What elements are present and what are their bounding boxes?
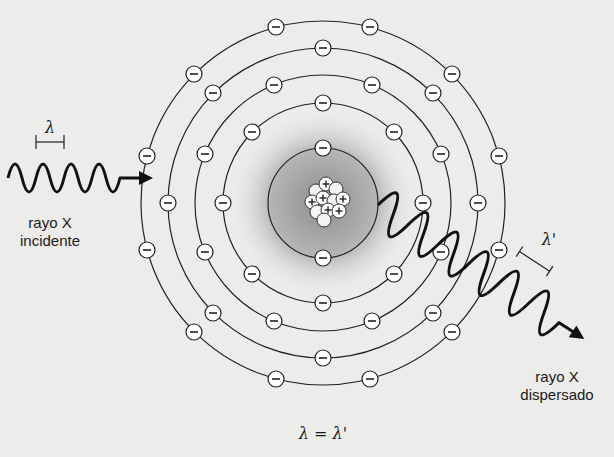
electron xyxy=(315,95,331,111)
bracket-line xyxy=(36,141,64,142)
bracket-tick xyxy=(546,266,553,276)
wavelength-symbol: λ xyxy=(45,118,55,137)
electron xyxy=(215,195,231,211)
electron xyxy=(433,146,449,162)
electron xyxy=(444,324,460,340)
electrons xyxy=(139,19,507,387)
scattered-ray-label: rayo X dispersado xyxy=(511,368,603,404)
bracket-line xyxy=(519,252,549,272)
proton xyxy=(332,204,346,218)
electron xyxy=(362,19,378,35)
electron xyxy=(205,305,221,321)
electron xyxy=(205,85,221,101)
electron xyxy=(491,242,507,258)
electron xyxy=(244,266,260,282)
electron xyxy=(444,66,460,82)
electron xyxy=(186,324,202,340)
electron xyxy=(386,266,402,282)
electron xyxy=(315,140,331,156)
electron xyxy=(197,244,213,260)
wavelength-symbol: λ' xyxy=(542,230,557,249)
electron xyxy=(315,40,331,56)
nucleus xyxy=(305,177,350,227)
electron xyxy=(315,250,331,266)
electron xyxy=(160,195,176,211)
electron xyxy=(244,124,260,140)
electron xyxy=(268,371,284,387)
wavelength-bracket xyxy=(516,247,553,277)
electron xyxy=(364,313,380,329)
shell xyxy=(168,48,478,358)
shell xyxy=(268,148,378,258)
incident-ray-label: rayo X incidente xyxy=(8,214,92,250)
electron xyxy=(266,77,282,93)
shell xyxy=(141,21,505,385)
equation: λ = λ' xyxy=(299,424,347,443)
electron xyxy=(491,148,507,164)
electron-shells xyxy=(141,21,505,385)
wave-line xyxy=(8,164,141,192)
core-shading xyxy=(228,108,418,298)
bracket-tick xyxy=(35,135,36,149)
electron xyxy=(470,195,486,211)
electron xyxy=(425,305,441,321)
electron xyxy=(266,313,282,329)
electron xyxy=(268,19,284,35)
electron xyxy=(364,77,380,93)
neutron xyxy=(317,213,331,227)
electron xyxy=(197,146,213,162)
arrowhead xyxy=(139,171,153,185)
electron xyxy=(362,371,378,387)
wavelength-bracket xyxy=(36,135,64,149)
scattered-wave xyxy=(367,168,608,356)
bracket-tick xyxy=(63,135,64,149)
incident-wave xyxy=(8,164,153,192)
arrowhead xyxy=(569,325,588,344)
bracket-tick xyxy=(516,247,523,257)
electron xyxy=(139,242,155,258)
electron xyxy=(425,85,441,101)
electron xyxy=(186,66,202,82)
electron xyxy=(139,148,155,164)
shell xyxy=(223,103,423,303)
shell xyxy=(195,75,451,331)
electron xyxy=(386,124,402,140)
electron xyxy=(315,295,331,311)
wave-line xyxy=(367,188,585,349)
electron xyxy=(415,195,431,211)
electron xyxy=(315,350,331,366)
